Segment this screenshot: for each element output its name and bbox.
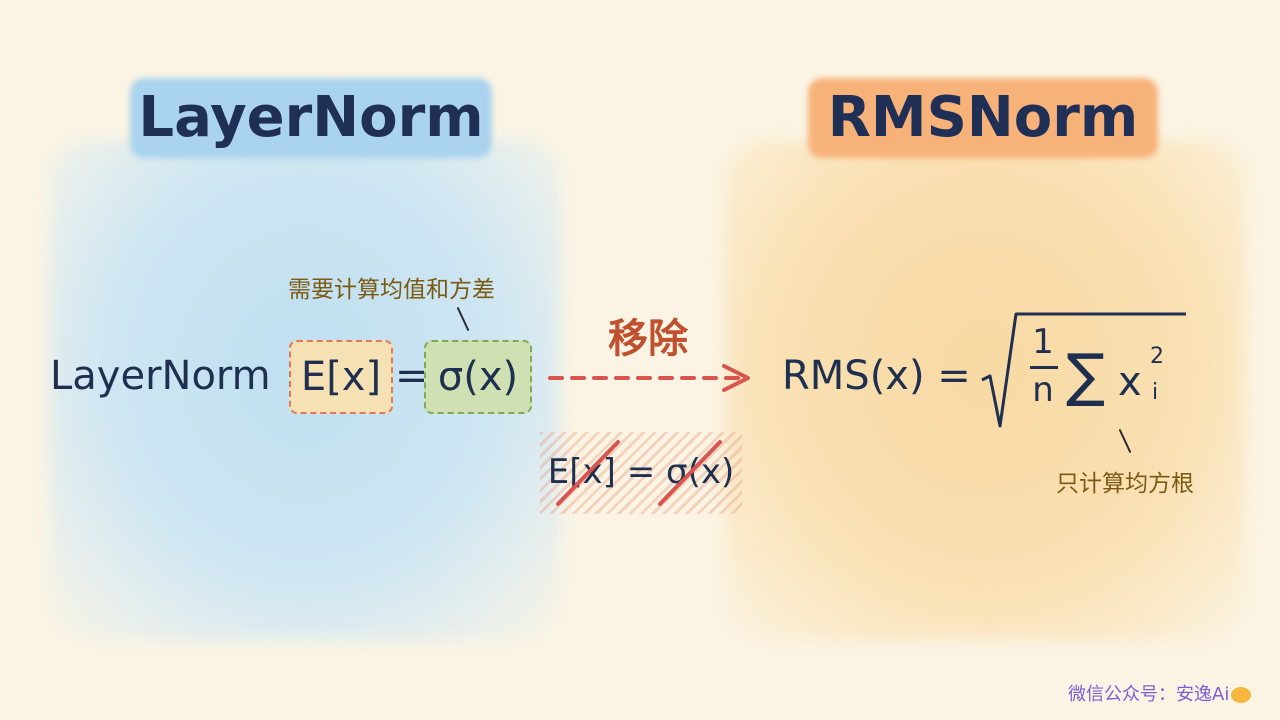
watermark-text: 微信公众号：安逸Ai: [1068, 684, 1230, 705]
removed-terms-hatch: [540, 432, 742, 514]
rmsnorm-panel: [725, 140, 1245, 640]
layernorm-title: LayerNorm: [138, 85, 484, 150]
exponent: 2: [1150, 344, 1164, 369]
remove-label: 移除: [608, 316, 688, 362]
rmsnorm-title-band: [808, 78, 1158, 158]
rmsnorm-note: 只计算均方根: [1056, 471, 1194, 497]
layernorm-equals: =: [395, 353, 429, 399]
remove-arrow: [548, 364, 750, 392]
strike-lines: [556, 440, 722, 506]
layernorm-note: 需要计算均值和方差: [288, 277, 495, 303]
radical-sign: [981, 312, 1186, 428]
watermark: 微信公众号：安逸Ai: [1068, 680, 1252, 706]
fraction-denominator: n: [1032, 370, 1054, 410]
variable-x: x: [1118, 359, 1142, 405]
mean-term-box: E[x]: [289, 340, 393, 414]
rmsnorm-title: RMSNorm: [827, 85, 1139, 150]
subscript: i: [1152, 380, 1159, 405]
sum-symbol: ∑: [1066, 341, 1106, 409]
rms-formula-lhs: RMS(x) =: [782, 353, 971, 399]
layernorm-title-band: [130, 78, 492, 158]
layernorm-formula-label: LayerNorm: [50, 353, 271, 399]
std-term-box: σ(x): [424, 340, 532, 414]
sun-emoji-icon: [1231, 687, 1252, 703]
fraction-bar: [1030, 366, 1058, 369]
fraction-numerator: 1: [1032, 322, 1054, 362]
